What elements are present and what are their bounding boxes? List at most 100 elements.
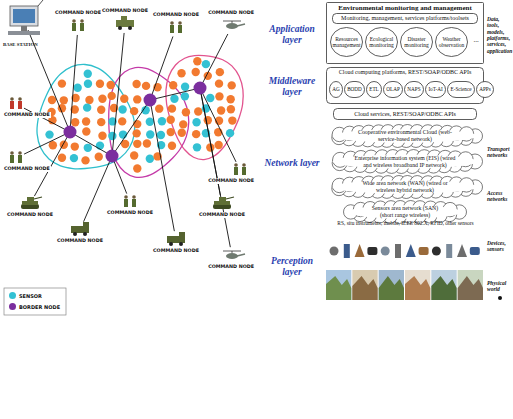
sensor-dot <box>120 95 128 103</box>
sensor-dot <box>83 103 91 111</box>
node-text: Sensors area network (SAN) (short range … <box>365 205 445 218</box>
figure-body <box>242 167 246 175</box>
photo-sky <box>352 270 377 300</box>
side-note: Transport networks <box>487 146 512 159</box>
text-area: Wide area network (WAN) (wired or wirele… <box>327 175 483 199</box>
border-node <box>64 126 77 139</box>
sensor-dot <box>98 94 106 102</box>
sensor-dot <box>71 142 79 150</box>
screen <box>13 9 35 23</box>
sensor-dot <box>58 79 66 87</box>
sensor-dot <box>45 130 53 138</box>
unit-icon <box>167 232 185 246</box>
outline <box>384 82 403 98</box>
sensor-dot <box>155 104 163 112</box>
device-icon <box>457 244 467 257</box>
link-line <box>200 88 230 247</box>
service-oval: Ecological monitoring <box>365 27 398 57</box>
sensor-dot <box>192 68 200 76</box>
photo-sky <box>458 270 483 300</box>
command-node-label: COMMAND NODE <box>152 12 200 18</box>
text-area: Enterprise information system (EIS) (wir… <box>327 149 483 174</box>
network-cloud: Enterprise information system (EIS) (wir… <box>327 149 483 174</box>
text-area: BODD <box>344 81 365 98</box>
sensor-dot <box>204 116 212 124</box>
text-area: AG <box>329 81 343 98</box>
outline <box>366 28 398 57</box>
service-oval: Disaster monitoring <box>400 27 433 57</box>
command-node-label: COMMAND NODE <box>101 8 149 14</box>
node-text: Resources management <box>331 36 362 49</box>
figure-head <box>242 163 246 167</box>
figure-head <box>80 19 84 23</box>
sensor-dot <box>215 79 223 87</box>
link-line <box>24 132 70 154</box>
sensor-dot <box>226 95 234 103</box>
unit-icon <box>71 222 89 236</box>
figure-body <box>10 155 14 163</box>
sensor-dot <box>73 84 81 92</box>
unit-icon <box>124 195 136 207</box>
sensor-dot <box>228 116 236 124</box>
command-node-label: COMMAND NODE <box>3 166 51 172</box>
outline <box>334 109 477 120</box>
sensor-dot <box>177 69 185 77</box>
outline <box>401 28 433 57</box>
outline <box>333 14 478 24</box>
photo-sky <box>431 270 456 300</box>
tank-turret <box>27 197 34 201</box>
figure-body <box>10 101 14 109</box>
sensor-dot <box>202 60 210 68</box>
tool-oval: IoT-AI <box>425 81 446 98</box>
cloud-fill <box>333 155 478 169</box>
sensor-dot <box>146 130 154 138</box>
sensor-dot <box>106 81 114 89</box>
side-note: Data, tools, models, platforms, services… <box>487 16 512 54</box>
node-text: Enterprise information system (EIS) (wir… <box>351 155 459 168</box>
figure-head <box>178 21 182 25</box>
layer-title: Perception layer <box>262 256 322 278</box>
vehicle-cab <box>121 16 127 20</box>
network-cloud: Wide area network (WAN) (wired or wirele… <box>327 175 483 199</box>
sensor-dot <box>179 120 187 128</box>
node-text: Monitoring, management, services platfor… <box>341 15 469 22</box>
text-area: Resources management <box>330 27 363 57</box>
sensor-dot <box>81 156 89 164</box>
side-note: Devices, sensors <box>487 240 512 253</box>
sensor-dot <box>82 117 90 125</box>
text-area: Disaster monitoring <box>400 27 433 57</box>
side-note: Access networks <box>487 190 512 203</box>
tool-oval: ETL <box>366 81 382 98</box>
figure-head <box>10 97 14 101</box>
figure-head <box>234 163 238 167</box>
sensor-dot <box>60 96 68 104</box>
border-node <box>144 94 157 107</box>
device-icon <box>432 247 441 256</box>
command-node-label: COMMAND NODE <box>54 10 102 16</box>
tank-barrel <box>34 197 42 199</box>
tool-oval: OLAP <box>383 81 403 98</box>
monitor <box>10 6 38 26</box>
figure-body <box>18 155 22 163</box>
sensor-dot <box>82 127 90 135</box>
legend-row: SENSOR <box>9 292 42 299</box>
sensor-dot <box>226 129 234 137</box>
figure-body <box>124 199 128 207</box>
sensor-dot <box>181 92 189 100</box>
device-icon <box>470 247 480 255</box>
text-area: Ecological monitoring <box>365 27 398 57</box>
node-text: Cooperative environmental Cloud (web-ser… <box>353 129 457 142</box>
sensor-dot <box>227 105 235 113</box>
text-area: ETL <box>366 81 382 98</box>
legend-frame <box>4 288 66 315</box>
cluster-outline <box>37 64 135 168</box>
sensor-dot <box>84 80 92 88</box>
ellipsis: ... <box>470 36 482 44</box>
node-text: Ecological monitoring <box>366 36 397 49</box>
command-node-label: COMMAND NODE <box>6 212 54 218</box>
legend-text: BORDER NODE <box>19 304 60 310</box>
api-box: Cloud services, REST/SOAP/ODBC APIs <box>333 108 477 120</box>
unit-icon <box>234 163 246 175</box>
unit-icon <box>170 21 182 33</box>
command-node-label: COMMAND NODE <box>106 210 154 216</box>
